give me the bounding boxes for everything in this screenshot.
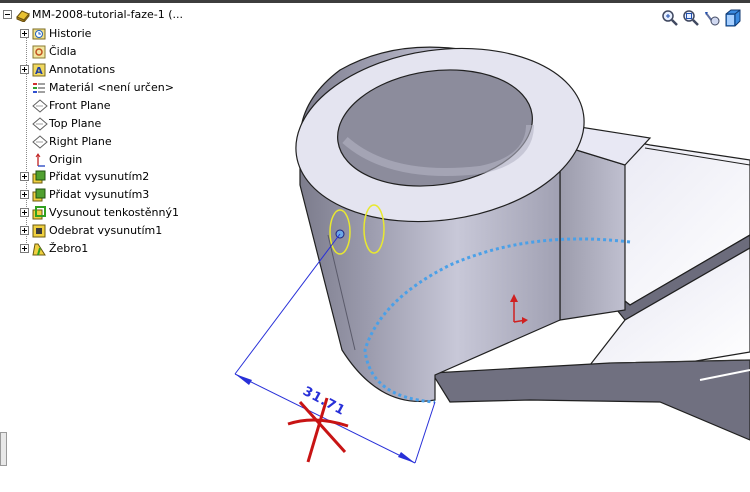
tree-item-right-plane[interactable]: Right Plane	[20, 133, 112, 150]
part-icon	[15, 8, 30, 22]
window-top-border	[0, 0, 750, 3]
model-arm-lower	[430, 247, 750, 441]
tree-item-rib1[interactable]: Žebro1	[20, 240, 88, 257]
tree-item-label: Přidat vysunutím2	[49, 170, 150, 183]
tree-item-label: Čidla	[49, 45, 77, 58]
tree-item-boss-extrude2[interactable]: Přidat vysunutím2	[20, 168, 149, 185]
tree-item-label: Přidat vysunutím3	[49, 188, 150, 201]
expand-toggle[interactable]	[20, 208, 29, 217]
tree-guideline	[26, 33, 27, 253]
view-orientation-icon[interactable]	[724, 9, 742, 27]
tree-item-label: Origin	[49, 153, 83, 166]
tree-item-label: Odebrat vysunutím1	[49, 224, 163, 237]
tree-item-label: Top Plane	[49, 117, 102, 130]
rib-icon	[32, 242, 46, 256]
tree-item-cut-extrude1[interactable]: Odebrat vysunutím1	[20, 222, 162, 239]
graphics-area[interactable]	[230, 20, 750, 492]
origin-icon	[32, 152, 46, 167]
tree-root-label: MM-2008-tutorial-faze-1 (...	[32, 8, 183, 21]
material-icon	[32, 81, 46, 95]
tree-item-origin[interactable]: Origin	[20, 151, 82, 168]
tree-item-label: Žebro1	[49, 242, 89, 255]
edge-selection-highlight[interactable]	[363, 204, 385, 254]
edge-selection-highlight[interactable]	[329, 209, 351, 255]
feature-manager-tree: MM-2008-tutorial-faze-1 (... Historie Či…	[0, 4, 300, 492]
zoom-to-area-icon[interactable]	[682, 9, 700, 27]
tree-item-label: Front Plane	[49, 99, 111, 112]
sensors-icon	[32, 45, 46, 59]
annotations-icon: A	[32, 63, 46, 77]
sketch-preview-arc	[363, 237, 631, 404]
expand-toggle[interactable]	[20, 226, 29, 235]
tree-item-label: Historie	[49, 27, 92, 40]
tree-item-material[interactable]: Materiál <není určen>	[20, 79, 174, 96]
tree-item-annotations[interactable]: A Annotations	[20, 61, 115, 78]
history-folder-icon	[32, 27, 46, 41]
cut-extrude-icon	[32, 224, 46, 238]
tree-item-thin-extrude1[interactable]: Vysunout tenkostěnný1	[20, 204, 179, 221]
delete-mark	[287, 397, 349, 463]
expand-toggle[interactable]	[20, 29, 29, 38]
plane-icon	[32, 98, 48, 113]
tree-item-label: Annotations	[49, 63, 116, 76]
expand-toggle[interactable]	[20, 172, 29, 181]
previous-view-icon[interactable]	[703, 9, 721, 27]
origin-triad	[510, 294, 528, 324]
tree-item-label: Right Plane	[49, 135, 112, 148]
boss-extrude-icon	[32, 170, 46, 184]
svg-text:A: A	[35, 66, 43, 77]
tree-item-boss-extrude3[interactable]: Přidat vysunutím3	[20, 186, 149, 203]
expand-toggle[interactable]	[20, 190, 29, 199]
view-toolbar	[661, 9, 742, 29]
collapse-toggle[interactable]	[3, 10, 12, 19]
expand-toggle[interactable]	[20, 65, 29, 74]
tree-item-label: Materiál <není určen>	[49, 81, 174, 94]
tree-item-front-plane[interactable]: Front Plane	[20, 97, 111, 114]
expand-toggle[interactable]	[20, 244, 29, 253]
tree-item-label: Vysunout tenkostěnný1	[49, 206, 179, 219]
thin-extrude-icon	[32, 205, 46, 220]
boss-extrude-icon	[32, 188, 46, 202]
tree-item-historie[interactable]: Historie	[20, 25, 91, 42]
panel-resize-handle[interactable]	[0, 432, 7, 466]
tree-root[interactable]: MM-2008-tutorial-faze-1 (...	[3, 6, 183, 23]
dimension-lines	[234, 233, 436, 464]
plane-icon	[32, 134, 48, 149]
tree-item-cidla[interactable]: Čidla	[20, 43, 77, 60]
model-cylinder	[295, 46, 585, 402]
plane-icon	[32, 116, 48, 131]
tree-item-top-plane[interactable]: Top Plane	[20, 115, 101, 132]
zoom-to-fit-icon[interactable]	[661, 9, 679, 27]
